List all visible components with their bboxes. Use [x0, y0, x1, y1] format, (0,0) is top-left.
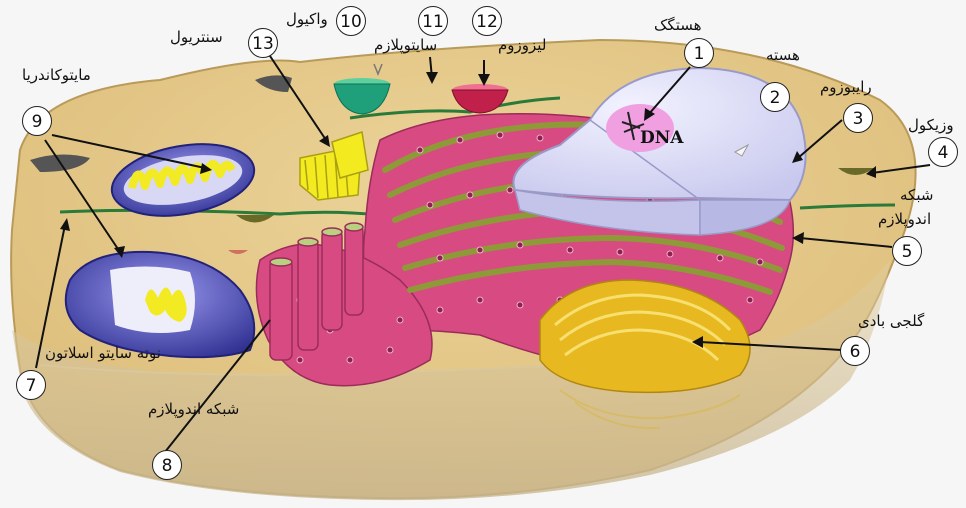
marker-5: 5	[892, 236, 922, 266]
label-er-line1: شبکه	[900, 188, 933, 203]
label-golgi: گلجی بادی	[858, 314, 924, 329]
marker-4: 4	[928, 137, 958, 167]
label-nucleus: هسته	[766, 48, 800, 63]
label-endoplasmic-reticulum: شبکه اندوپلازم	[148, 402, 239, 417]
marker-8: 8	[152, 450, 182, 480]
marker-13: 13	[248, 28, 278, 58]
label-er-line2: اندوپلازم	[878, 212, 931, 227]
marker-11: 11	[418, 6, 448, 36]
marker-2: 2	[760, 82, 790, 112]
label-nucleolus: هستگک	[654, 18, 702, 33]
marker-9: 9	[22, 106, 52, 136]
marker-10: 10	[336, 6, 366, 36]
marker-3: 3	[843, 103, 873, 133]
label-vacuole: واکیول	[286, 12, 328, 27]
dna-label: DNA	[640, 128, 683, 148]
label-lysosome: لیزوزوم	[498, 38, 546, 53]
label-centriole: سنتریول	[170, 30, 223, 45]
label-cytoplasm: سایتوپلازم	[374, 38, 437, 53]
label-mitochondria: مایتوکاندریا	[22, 68, 91, 83]
label-ribosome: رایبوزوم	[820, 80, 872, 95]
marker-6: 6	[840, 336, 870, 366]
label-cytoskeleton: نوته سایتو اسلاتون	[45, 346, 161, 361]
marker-7: 7	[16, 370, 46, 400]
marker-1: 1	[684, 38, 714, 68]
label-vesicle: وزیکول	[908, 118, 954, 133]
marker-12: 12	[472, 6, 502, 36]
